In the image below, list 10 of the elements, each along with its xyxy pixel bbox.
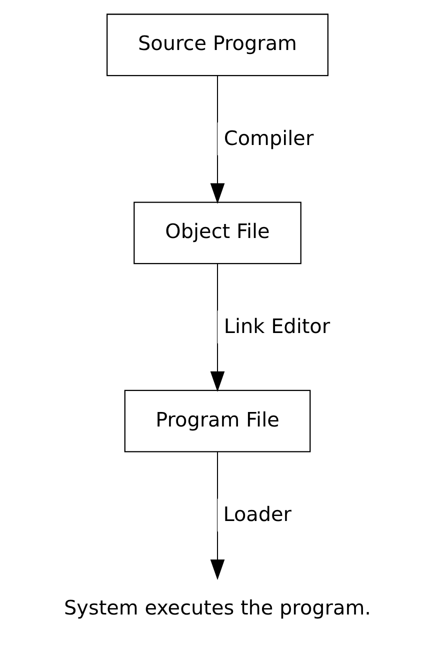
arrow [210,263,225,392]
edge-label: Link Editor [224,314,330,338]
node-box: Source Program [106,14,328,76]
node-text: System executes the program. [64,595,371,620]
node-box: Program File [124,390,311,452]
arrow [210,451,225,580]
node-box: Object File [134,202,302,264]
edge-label: Loader [223,502,292,526]
edge-label: Compiler [224,126,314,150]
arrow [210,75,225,204]
